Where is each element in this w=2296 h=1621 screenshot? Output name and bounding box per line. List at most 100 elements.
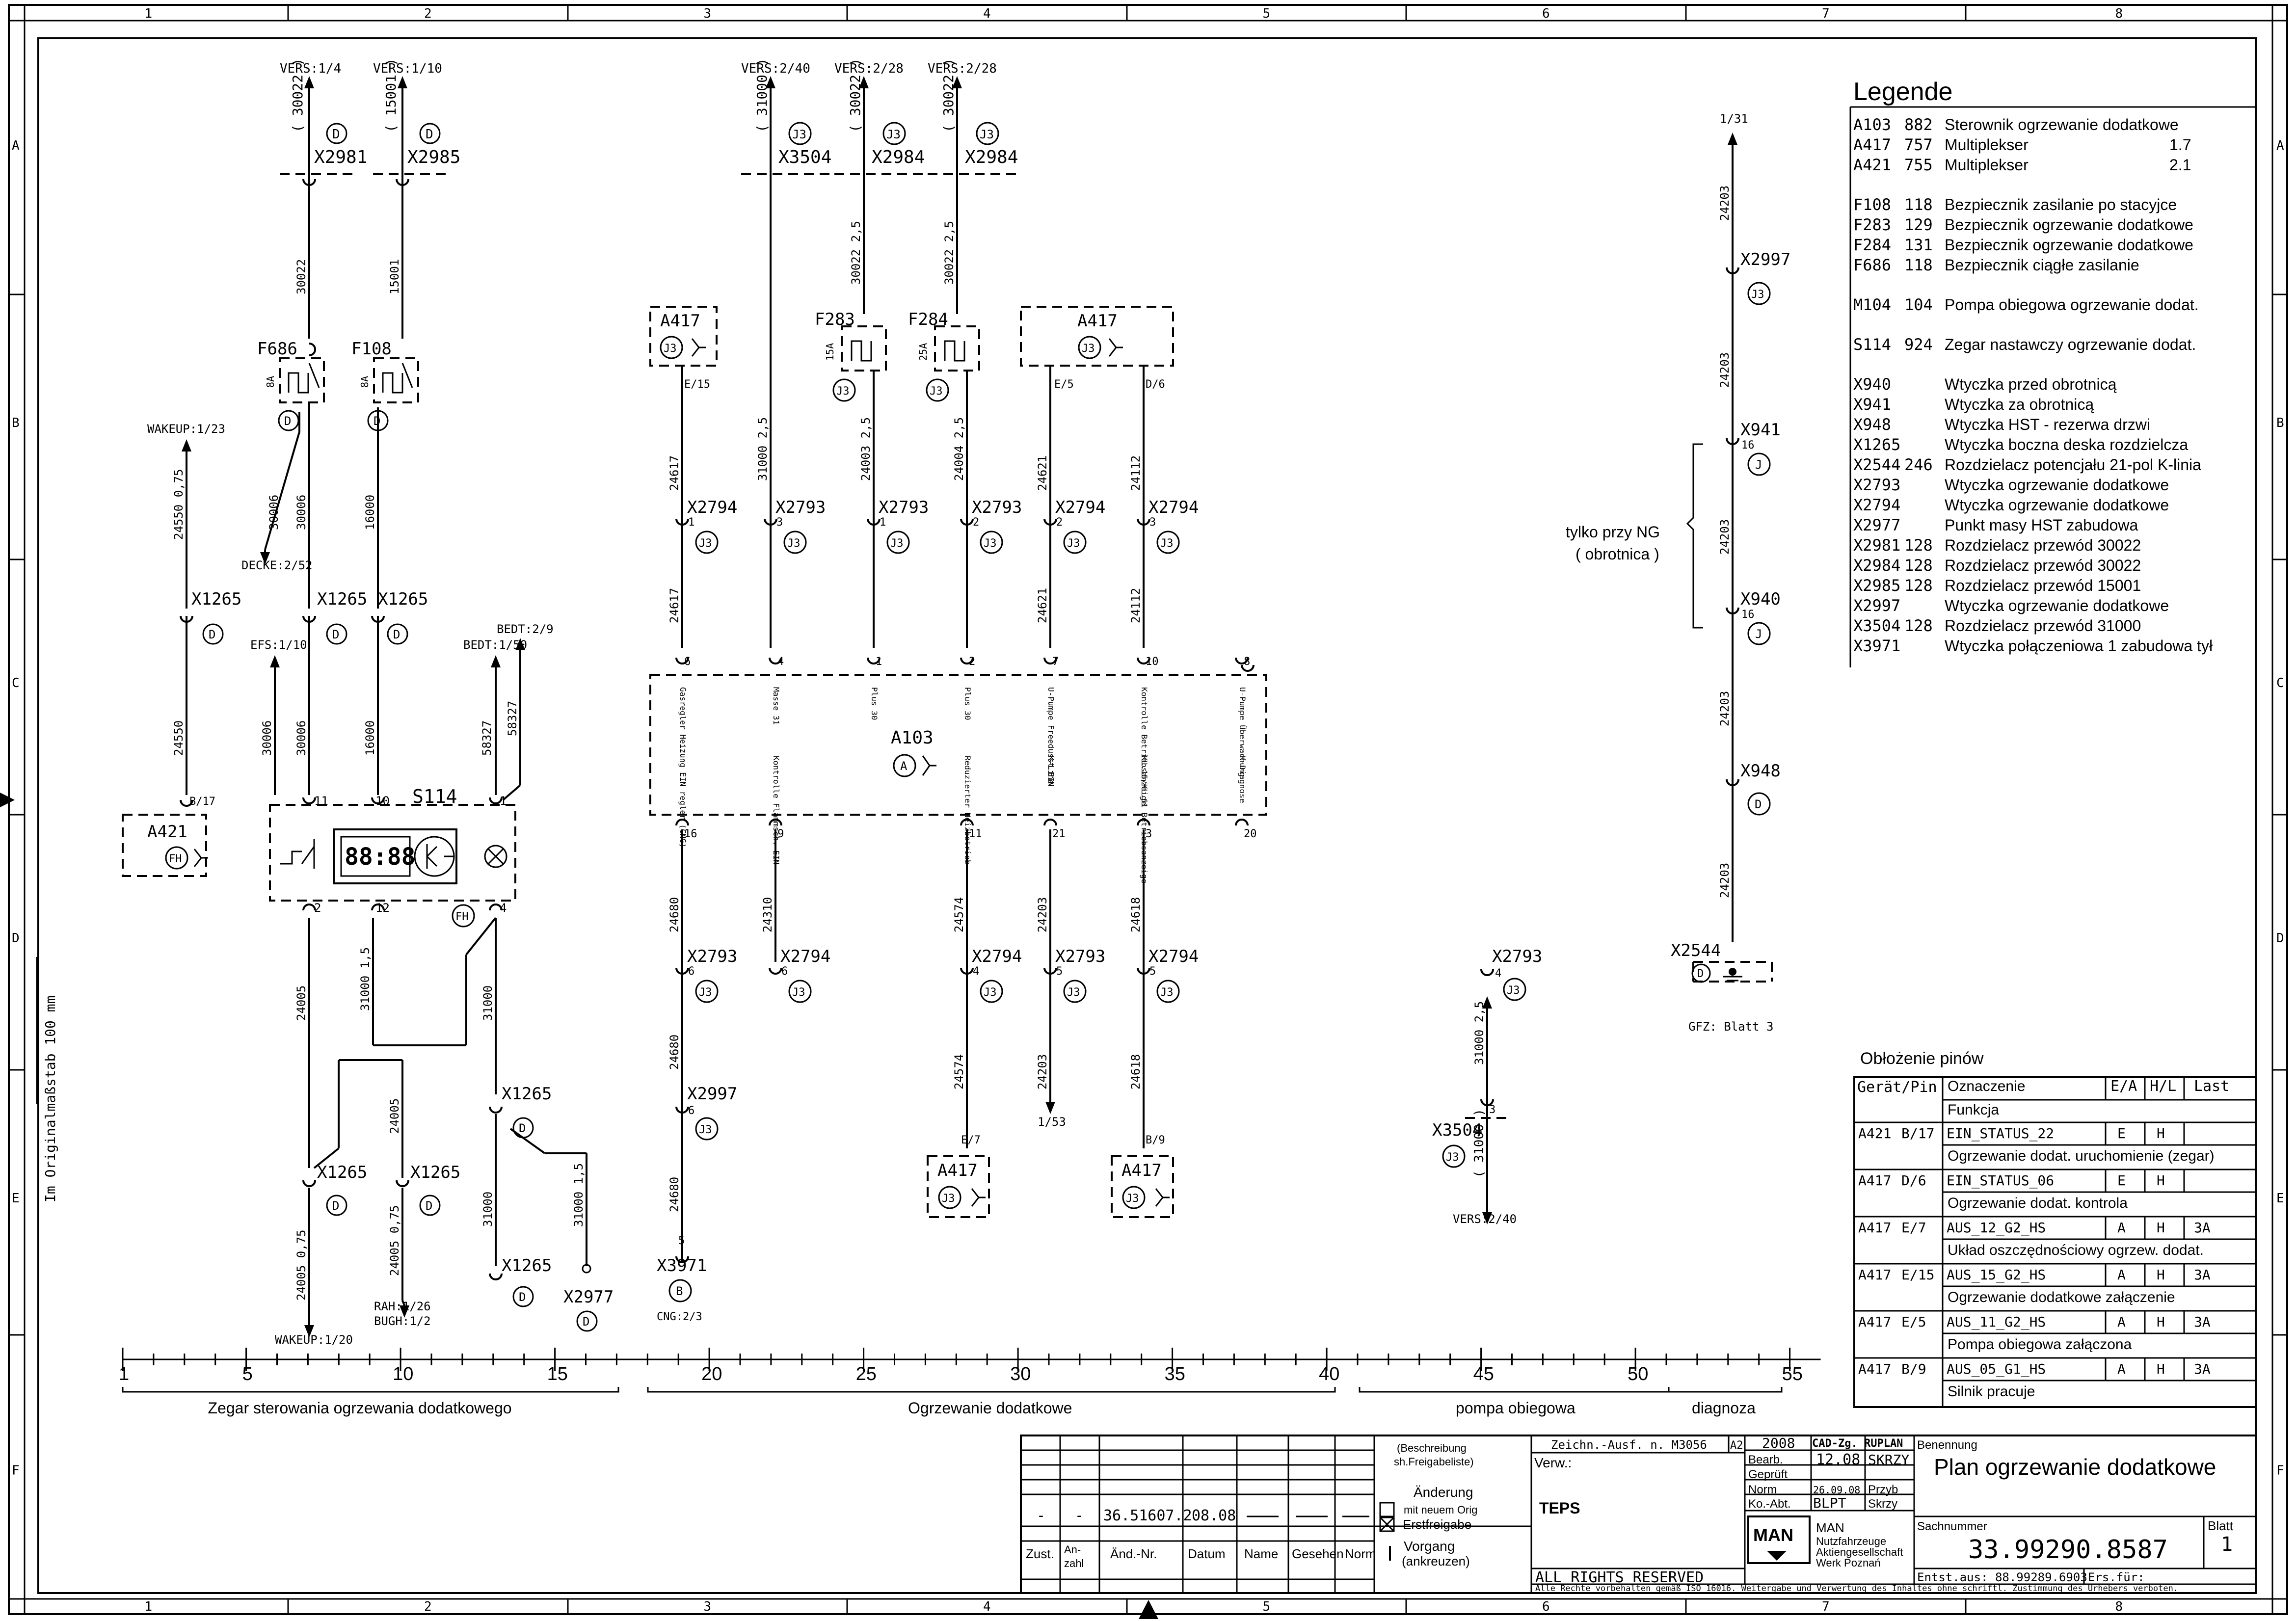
svg-text:X2985: X2985 [407,147,460,167]
legend-code: X941 [1853,395,1891,414]
svg-text:D: D [426,1199,432,1213]
svg-text:20: 20 [1244,828,1257,840]
svg-text:3: 3 [776,516,783,529]
svg-text:16000: 16000 [363,495,377,530]
svg-text:J3: J3 [942,1193,955,1205]
svg-text:Norm: Norm [1748,1483,1777,1496]
svg-text:(Beschreibung: (Beschreibung [1397,1442,1467,1454]
legend-code: A421 [1853,156,1891,174]
arrow-up-icon [859,76,869,88]
svg-text:Reduzierter Heizbetrieb: Reduzierter Heizbetrieb [963,756,972,865]
svg-text:25A: 25A [917,343,929,361]
svg-text:H: H [2157,1220,2165,1236]
svg-text:Silnik pracuje: Silnik pracuje [1948,1383,2035,1400]
svg-text:B: B [676,1284,683,1298]
column-marker: 1 [145,1599,153,1614]
svg-text:16: 16 [684,828,697,840]
svg-text:VERS:2/28: VERS:2/28 [834,61,904,76]
svg-text:24112: 24112 [1129,588,1143,623]
svg-text:SKRZY: SKRZY [1868,1452,1909,1468]
svg-text:WAKEUP:1/20: WAKEUP:1/20 [275,1333,353,1347]
svg-text:KL.15/KL.61 Betriebsanzeige: KL.15/KL.61 Betriebsanzeige [1140,756,1149,883]
svg-text:A2: A2 [1730,1439,1743,1452]
ruler-tick-label: 1 [119,1364,129,1384]
svg-text:VERS:1/10: VERS:1/10 [373,61,442,76]
legend-code: X3971 [1853,637,1900,655]
svg-text:Blatt: Blatt [2208,1518,2234,1533]
svg-text:31000 1,5: 31000 1,5 [358,947,372,1011]
svg-text:A417: A417 [1858,1361,1891,1377]
ruler-tick-label: 40 [1319,1364,1339,1384]
legend-description: Rozdzielacz przewód 30022 [1945,557,2141,574]
svg-text:RAH:1/26: RAH:1/26 [374,1300,431,1313]
svg-text:B/9: B/9 [1146,1134,1165,1146]
svg-text:24680: 24680 [667,1177,681,1212]
svg-text:24005 0,75: 24005 0,75 [388,1205,401,1276]
ruler-tick-label: 55 [1782,1364,1803,1384]
svg-text:X1265: X1265 [378,589,428,609]
svg-text:Ogrzewanie dodatkowe załączeni: Ogrzewanie dodatkowe załączenie [1948,1289,2175,1305]
svg-text:U-Pumpe Überwachung: U-Pumpe Überwachung [1238,687,1247,777]
svg-text:58327: 58327 [480,720,494,756]
svg-text:Masse 31: Masse 31 [772,687,781,725]
legend-code: X2984 [1853,556,1900,575]
legend-code: F108 [1853,195,1891,214]
svg-text:S114: S114 [412,786,457,807]
legend-number: 131 [1904,236,1933,254]
legend-number: 129 [1904,215,1933,234]
legend-description: Sterownik ogrzewanie dodatkowe [1945,116,2179,133]
svg-text:A417: A417 [1121,1161,1162,1180]
svg-text:3: 3 [1149,516,1156,529]
arrow-down-icon [1045,1102,1055,1114]
svg-text:J: J [1755,627,1762,641]
svg-text:5: 5 [1149,965,1156,978]
svg-text:24621: 24621 [1036,588,1049,623]
svg-text:J3: J3 [836,385,850,398]
svg-text:D: D [393,628,400,641]
legend-number: 128 [1904,576,1933,595]
svg-text:H/L: H/L [2150,1078,2176,1095]
arrow-up-icon [1728,133,1737,145]
legend-description: Wtyczka przed obrotnicą [1945,375,2117,393]
svg-text:Kontrolle Flammsch. EIN: Kontrolle Flammsch. EIN [772,756,781,865]
legend-description: Zegar nastawczy ogrzewanie dodat. [1945,336,2196,353]
arrow-down-icon [260,552,270,564]
legend-description: Wtyczka połączeniowa 1 zabudowa tył [1945,637,2213,655]
svg-text:K-Diagnose: K-Diagnose [1238,756,1247,803]
svg-text:24203: 24203 [1036,897,1049,932]
svg-text:E/5: E/5 [1901,1314,1926,1330]
svg-text:A417: A417 [937,1161,978,1180]
center-mark-icon [0,793,15,807]
svg-text:J3: J3 [787,537,801,550]
svg-text:H: H [2157,1267,2165,1283]
svg-text:2008: 2008 [1762,1435,1795,1451]
svg-text:Datum: Datum [1188,1546,1226,1561]
svg-text:J3: J3 [699,537,712,550]
svg-text:3A: 3A [2194,1361,2211,1377]
svg-text:24680: 24680 [667,1035,681,1070]
fuse-f686 [279,357,325,403]
ruler-group-label: diagnoza [1692,1399,1756,1417]
svg-text:A421: A421 [1858,1125,1891,1142]
column-marker: 5 [1263,1599,1271,1614]
svg-text:CAD-Zg. RUPLAN: CAD-Zg. RUPLAN [1812,1437,1903,1450]
legend-number: 882 [1904,115,1933,134]
arrow-down-icon [1482,1212,1492,1224]
arrow-up-icon [1482,996,1492,1009]
svg-text:11: 11 [314,794,328,808]
svg-text:5: 5 [678,1235,685,1247]
svg-text:X1265: X1265 [317,589,367,609]
connector-id: X2794 [780,947,830,966]
brace [1686,443,1703,629]
svg-text:24203: 24203 [1036,1054,1049,1090]
svg-text:(ankreuzen): (ankreuzen) [1402,1554,1470,1568]
connector-id: X2794 [1148,498,1199,517]
arrow-up-icon [766,76,775,88]
svg-text:J3: J3 [984,986,997,999]
ruler-tick-label: 10 [393,1364,413,1384]
